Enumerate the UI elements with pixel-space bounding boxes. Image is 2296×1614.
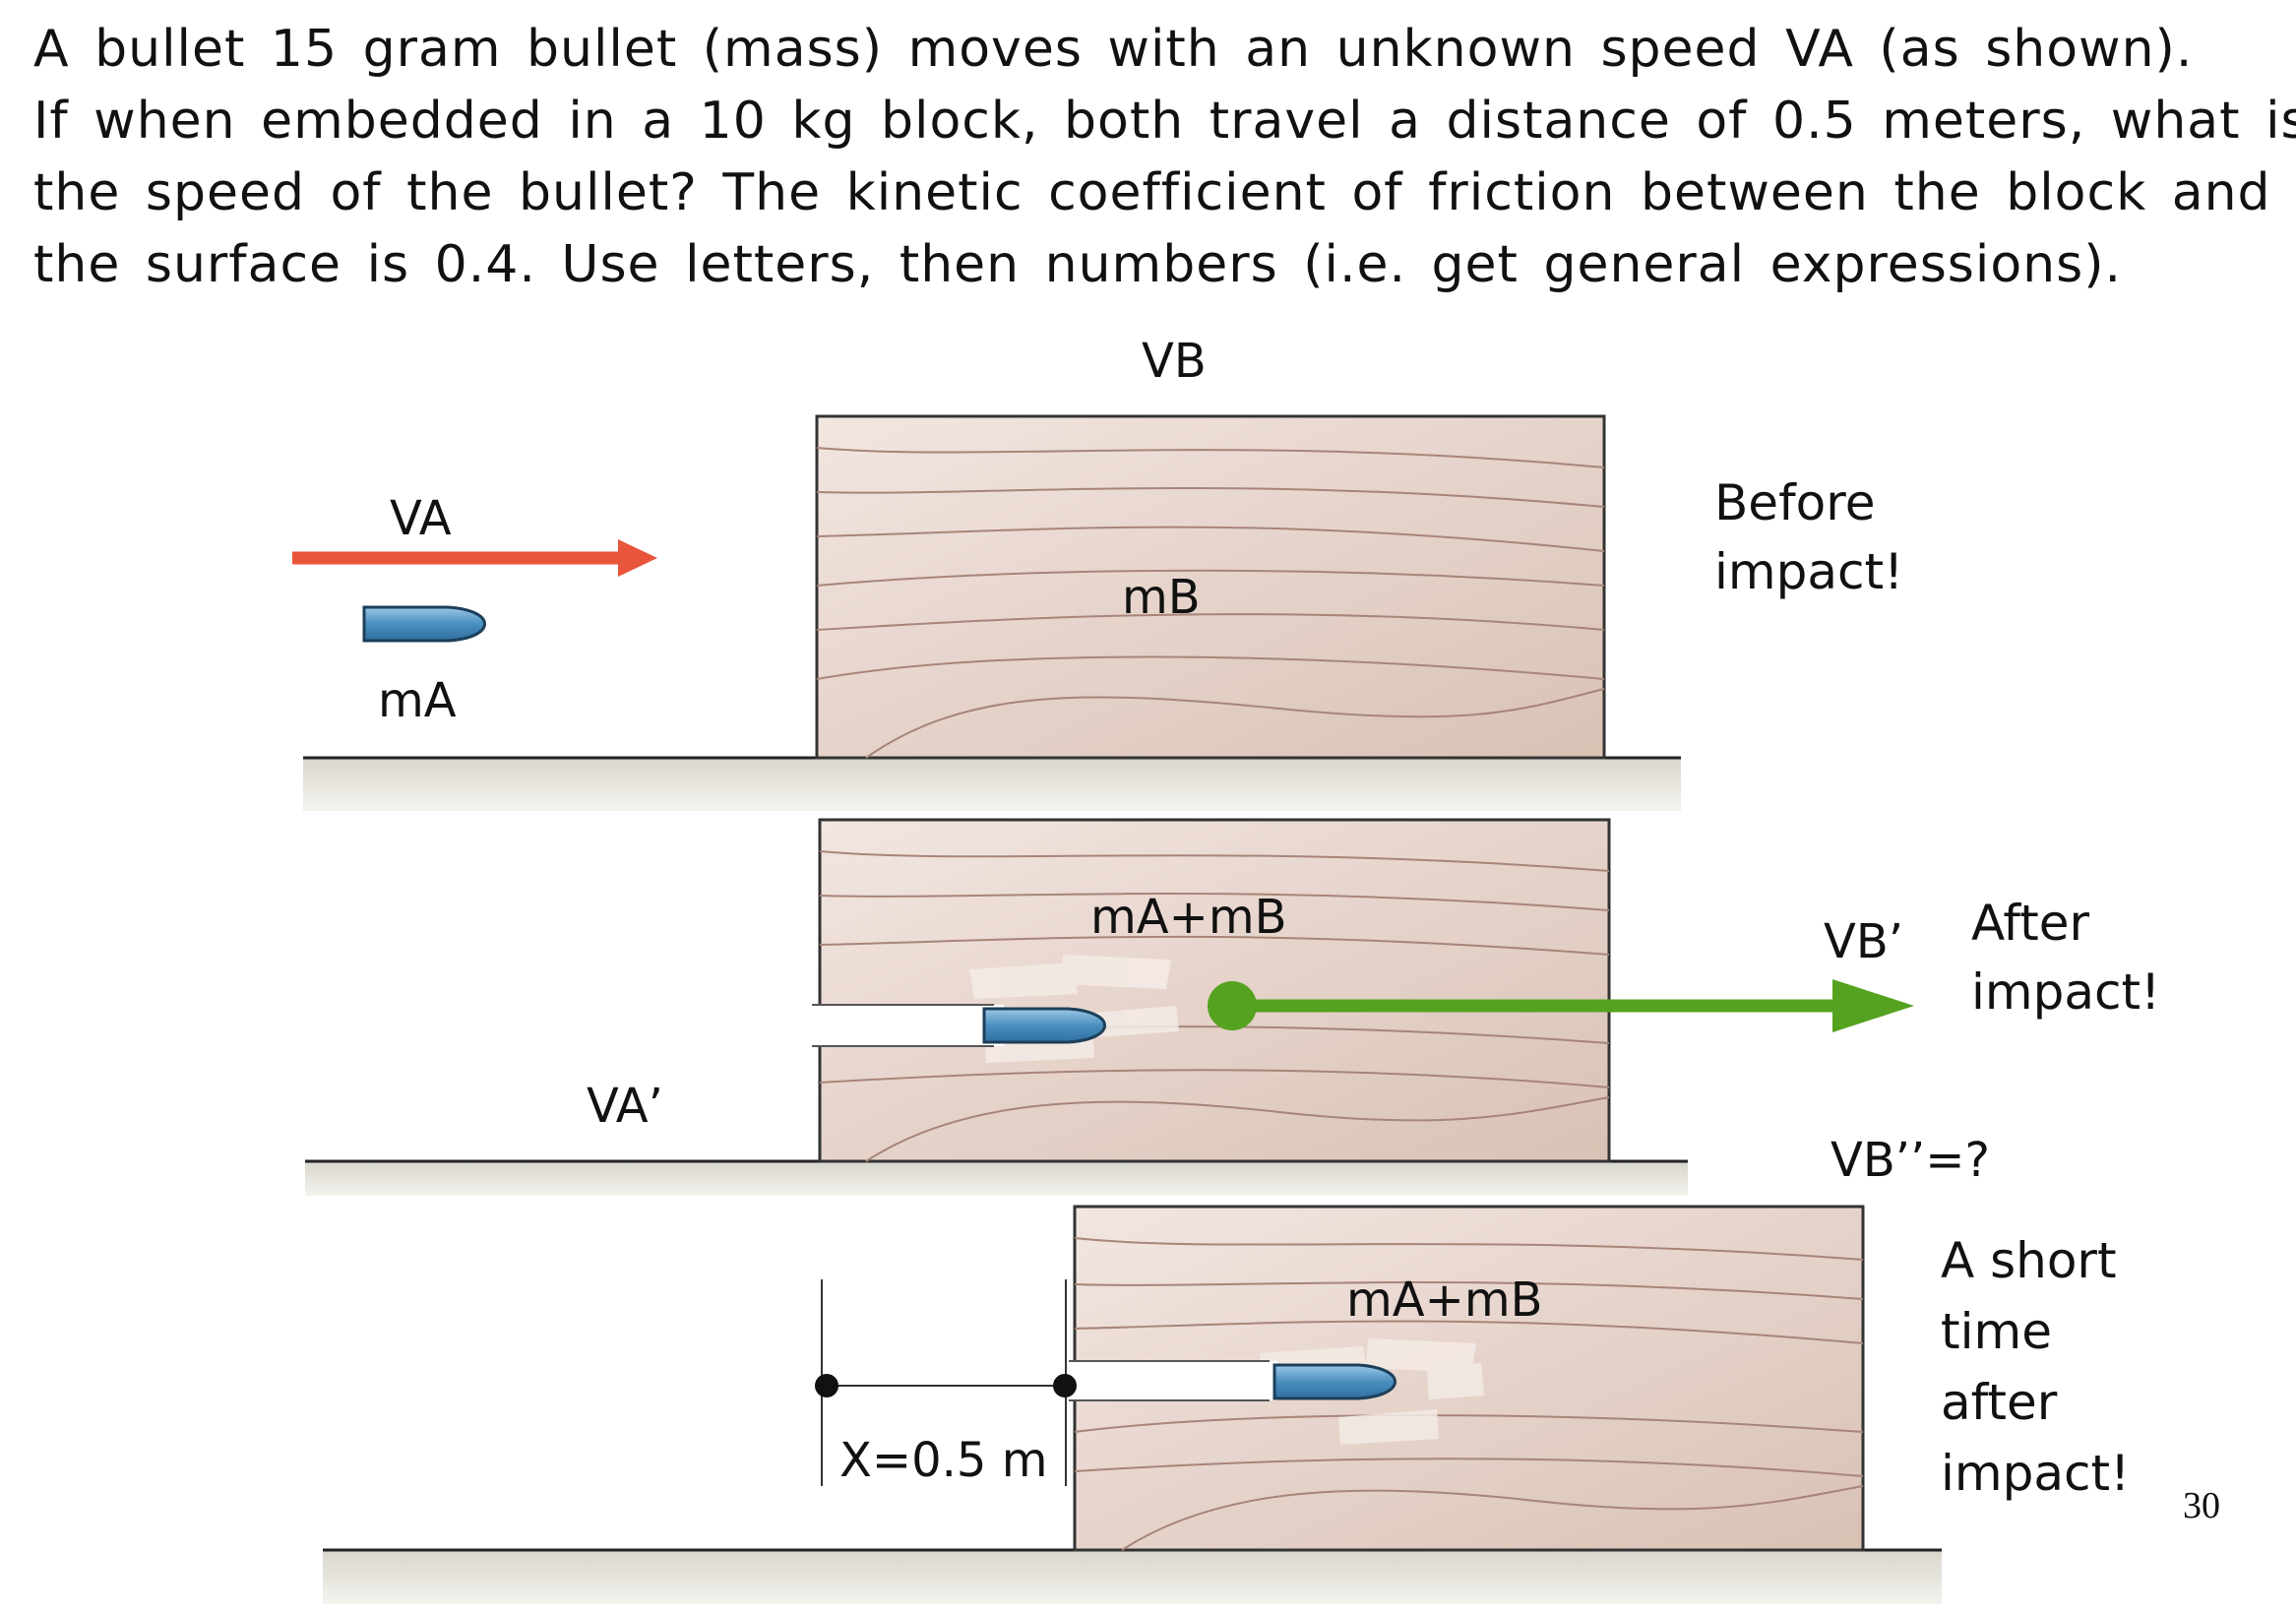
panel-after: mA+mB VB’ VA’ After impact!	[305, 818, 2160, 1196]
velocity-arrow-va	[292, 539, 657, 577]
problem-statement: A bullet 15 gram bullet (mass) moves wit…	[33, 14, 2296, 301]
stage-caption-later-2: time	[1941, 1303, 2052, 1360]
stage-caption-later-3: after	[1941, 1374, 2058, 1431]
ground-before	[303, 758, 1681, 811]
combined-mass-label-later: mA+mB	[1346, 1273, 1543, 1328]
page-number: 30	[2183, 1485, 2220, 1526]
distance-label: X=0.5 m	[839, 1433, 1047, 1488]
problem-line-4: the surface is 0.4. Use letters, then nu…	[33, 235, 2123, 294]
bullet-mass-label: mA	[378, 673, 457, 728]
stage-caption-before-2: impact!	[1714, 543, 1903, 600]
block-mass-label: mB	[1122, 570, 1201, 625]
ground-later	[323, 1550, 1942, 1604]
stage-caption-later-4: impact!	[1941, 1445, 2130, 1502]
distance-dimension	[815, 1279, 1077, 1486]
panel-before: VA mA VB mB Before impact!	[292, 334, 1903, 811]
stage-caption-later-1: A short	[1941, 1232, 2117, 1289]
stage-caption-before-1: Before	[1714, 474, 1875, 531]
final-velocity-label: VB’’=?	[1831, 1133, 1990, 1188]
problem-line-1: A bullet 15 gram bullet (mass) moves wit…	[33, 20, 2194, 79]
velocity-arrow-vb-prime	[1208, 979, 1914, 1032]
problem-line-2: If when embedded in a 10 kg block, both …	[33, 92, 2296, 151]
panel-later: X=0.5 m mA+mB VB’’=? A short time after …	[323, 1133, 2130, 1604]
wood-block-before	[815, 414, 1606, 760]
problem-line-3: the speed of the bullet? The kinetic coe…	[33, 163, 2271, 222]
embedded-bullet-icon-later	[1272, 1363, 1396, 1400]
bullet-hole-after	[812, 1005, 1004, 1046]
embedded-bullet-icon	[982, 1007, 1106, 1044]
bullet-velocity-prime-label: VA’	[587, 1079, 663, 1134]
stage-caption-after-1: After	[1971, 895, 2090, 952]
stage-caption-after-2: impact!	[1971, 963, 2160, 1021]
ground-after	[305, 1161, 1688, 1196]
combined-mass-label-after: mA+mB	[1090, 890, 1287, 945]
block-velocity-prime-label: VB’	[1824, 914, 1903, 969]
block-velocity-label: VB	[1142, 334, 1207, 389]
bullet-icon	[362, 605, 486, 643]
bullet-velocity-label: VA	[390, 491, 452, 546]
bullet-hole-later	[1069, 1361, 1277, 1400]
